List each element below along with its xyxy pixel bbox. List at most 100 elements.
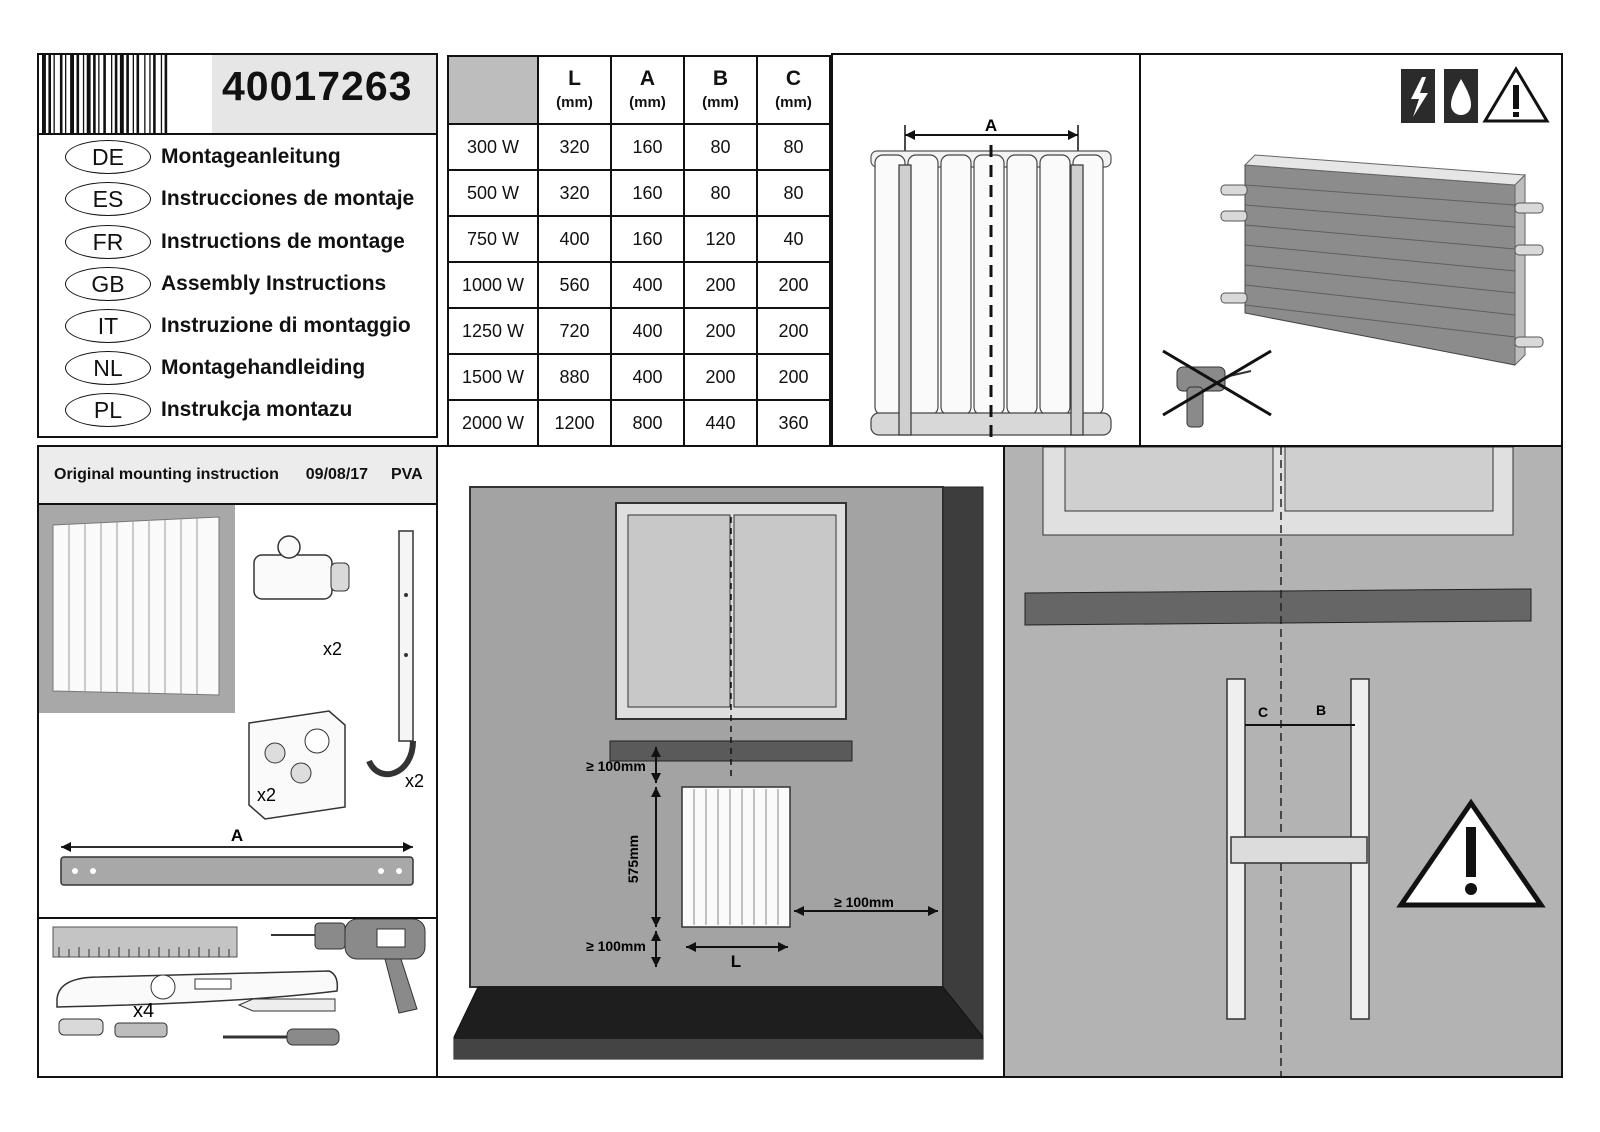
- spec-cell: 160: [610, 215, 685, 263]
- language-code-badge: PL: [65, 393, 151, 427]
- wall-plug-icon: [58, 1018, 168, 1038]
- spec-cell: 400: [537, 215, 612, 263]
- mounting-rail: [1230, 836, 1368, 864]
- language-code-badge: IT: [65, 309, 151, 343]
- spec-cell-power: 1500 W: [447, 353, 539, 401]
- spec-table-corner: [447, 55, 539, 125]
- height-label: 575mm: [625, 835, 641, 883]
- spec-cell: 400: [610, 307, 685, 355]
- connector-part: [253, 535, 350, 600]
- product-code: 40017263: [222, 63, 413, 109]
- spec-cell: 40: [756, 215, 831, 263]
- spec-cell: 200: [756, 307, 831, 355]
- language-code-badge: FR: [65, 225, 151, 259]
- document-date: 09/08/17: [305, 466, 369, 483]
- quantity-label: x4: [133, 1000, 154, 1022]
- spec-header-letter: L: [568, 66, 581, 90]
- spec-cell: 200: [756, 353, 831, 401]
- spec-header-unit: (mm): [629, 94, 666, 111]
- quantity-label: x2: [405, 771, 424, 791]
- spec-header-cell: B(mm): [683, 55, 758, 125]
- bracket-layout-panel: [1003, 445, 1563, 1078]
- spec-cell: 80: [756, 169, 831, 217]
- spec-cell-power: 750 W: [447, 215, 539, 263]
- language-code-badge: ES: [65, 182, 151, 216]
- spirit-level-icon: [56, 970, 339, 1008]
- spec-table-row: 500 W 320 160 80 80: [447, 169, 831, 217]
- language-code-badge: DE: [65, 140, 151, 174]
- spec-table-header-row: L(mm) A(mm) B(mm) C(mm): [447, 55, 831, 125]
- spec-header-letter: A: [639, 66, 656, 90]
- spec-cell: 880: [537, 353, 612, 401]
- wall-bracket: [898, 164, 1084, 436]
- spec-header-unit: (mm): [702, 94, 739, 111]
- spec-header-cell: L(mm): [537, 55, 612, 125]
- warning-icons-group: [1162, 66, 1550, 428]
- spec-cell: 320: [537, 169, 612, 217]
- spec-table-row: 750 W 400 160 120 40: [447, 215, 831, 263]
- clearance-side-label: ≥ 100mm: [834, 894, 894, 910]
- spec-table-row: 2000 W 1200 800 440 360: [447, 399, 831, 447]
- quantity-label: x2: [257, 785, 276, 805]
- caution-icon: [1482, 66, 1550, 123]
- ruler-icon: [52, 926, 238, 958]
- mounting-rail: [60, 856, 414, 886]
- spec-table-row: 1000 W 560 400 200 200: [447, 261, 831, 309]
- spec-table-row: 1250 W 720 400 200 200: [447, 307, 831, 355]
- radiator-front-diagram: A: [870, 116, 1112, 443]
- quantity-label: x2: [323, 639, 342, 659]
- drill-icon: [271, 919, 426, 1014]
- spec-cell-power: 1000 W: [447, 261, 539, 309]
- no-drill-icon: [1162, 349, 1272, 428]
- document-code: PVA: [390, 466, 423, 483]
- spec-cell: 400: [610, 353, 685, 401]
- language-row: ES Instrucciones de montaje: [65, 179, 414, 219]
- screwdriver-icon: [223, 1028, 340, 1046]
- language-row: DE Montageanleitung: [65, 137, 341, 177]
- header-block: [37, 53, 438, 137]
- warning-triangle-icon: [1396, 798, 1546, 908]
- spec-cell-power: 1250 W: [447, 307, 539, 355]
- spec-cell: 320: [537, 123, 612, 171]
- spec-header-cell: C (mm): [756, 55, 831, 125]
- spec-header-unit: (mm): [775, 94, 812, 111]
- language-code-badge: GB: [65, 267, 151, 301]
- language-row: IT Instruzione di montaggio: [65, 306, 411, 346]
- spec-cell: 200: [683, 261, 758, 309]
- spec-cell: 200: [683, 353, 758, 401]
- document-title: Original mounting instruction: [54, 466, 279, 483]
- spec-header-letter: C: [785, 66, 802, 90]
- tools-diagram: x4: [52, 919, 426, 1046]
- product-code-panel: [212, 55, 436, 133]
- language-row: FR Instructions de montage: [65, 222, 405, 262]
- spec-cell: 200: [756, 261, 831, 309]
- spec-cell-power: 2000 W: [447, 399, 539, 447]
- language-list: DE Montageanleitung ES Instrucciones de …: [37, 133, 438, 438]
- spec-cell: 800: [610, 399, 685, 447]
- bracket-layout-diagram: C B: [1005, 447, 1561, 1076]
- spec-cell: 120: [683, 215, 758, 263]
- radiator: [681, 786, 791, 928]
- spec-table-row: 300 W 320 160 80 80: [447, 123, 831, 171]
- spec-cell: 80: [756, 123, 831, 171]
- spec-cell: 80: [683, 169, 758, 217]
- language-code-badge: NL: [65, 351, 151, 385]
- language-title: Montageanleitung: [161, 145, 341, 168]
- spec-cell: 400: [610, 261, 685, 309]
- window: [1042, 447, 1514, 536]
- electricity-warning-icon: [1401, 69, 1435, 123]
- language-title: Assembly Instructions: [161, 272, 387, 295]
- spec-cell: 360: [756, 399, 831, 447]
- brick-wall: [1220, 154, 1544, 367]
- language-title: Instruzione di montaggio: [161, 314, 411, 337]
- water-warning-icon: [1444, 69, 1478, 123]
- bracket-part: [366, 530, 416, 778]
- spec-cell-power: 300 W: [447, 123, 539, 171]
- clearance-top-label: ≥ 100mm: [586, 758, 646, 774]
- spec-table: L(mm) A(mm) B(mm) C(mm) 300 W 320 160 80…: [447, 55, 831, 447]
- window-sill: [1024, 588, 1532, 626]
- spec-cell: 160: [610, 123, 685, 171]
- language-title: Instrukcja montazu: [161, 398, 353, 421]
- document-info-text: Original mounting instruction 09/08/17 P…: [54, 466, 423, 484]
- pencil-icon: [237, 998, 336, 1012]
